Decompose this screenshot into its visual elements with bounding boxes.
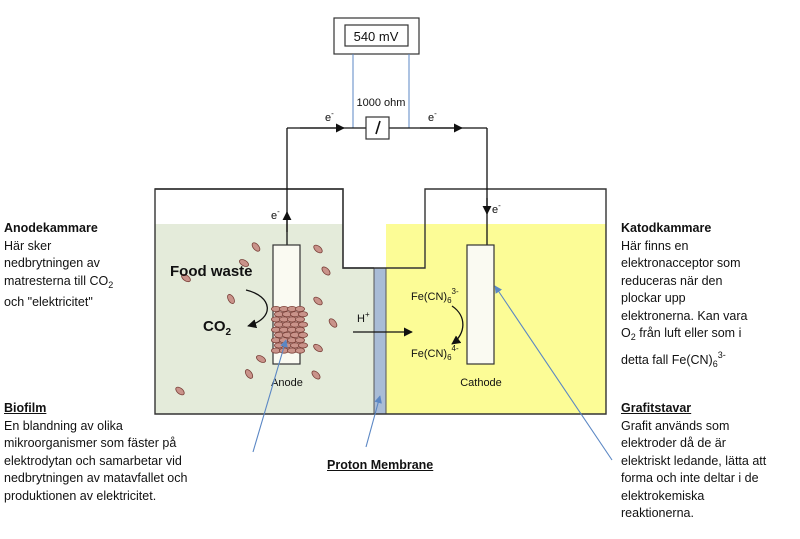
bacterium bbox=[227, 294, 235, 304]
bacterium bbox=[181, 273, 191, 283]
bacterium bbox=[244, 369, 254, 379]
electron-label-right: e- bbox=[428, 109, 437, 124]
bacterium bbox=[311, 370, 321, 380]
resistor-needle bbox=[375, 120, 381, 135]
co2-label: CO2 bbox=[203, 318, 232, 338]
ferrocyanide-label: Fe(CN)64- bbox=[411, 344, 459, 362]
pointer-membrane bbox=[365, 395, 382, 448]
reactor-walls bbox=[154, 188, 607, 415]
grafitstavar-text: Grafit används som elektroder då de är e… bbox=[621, 418, 767, 521]
ferricyanide-label: Fe(CN)63- bbox=[411, 287, 459, 305]
resistor-label: 1000 ohm bbox=[357, 97, 406, 109]
voltmeter-reading: 540 mV bbox=[354, 29, 399, 44]
biofilm-bacterium bbox=[297, 331, 308, 338]
proton-membrane-note: Proton Membrane bbox=[327, 457, 467, 475]
anodekammare-heading: Anodekammare bbox=[4, 221, 98, 235]
biofilm-bacterium bbox=[294, 337, 305, 344]
biofilm-bacterium bbox=[294, 305, 305, 312]
biofilm-cluster bbox=[270, 305, 308, 354]
pointer-graphite bbox=[494, 285, 613, 461]
bacterium bbox=[313, 343, 323, 353]
katodkammare-heading: Katodkammare bbox=[621, 221, 712, 235]
connecting-channel bbox=[343, 189, 425, 268]
bacterium bbox=[313, 244, 323, 254]
biofilm-bacterium bbox=[294, 347, 305, 354]
anode-label: Anode bbox=[271, 377, 303, 389]
proton-label: H+ bbox=[357, 310, 370, 325]
grafitstavar-note: Grafitstavar Grafit används som elektrod… bbox=[621, 400, 799, 523]
bacterium bbox=[175, 386, 185, 396]
oxidation-curve-arrow bbox=[245, 289, 268, 329]
anode-fluid bbox=[155, 224, 374, 414]
bacterium bbox=[328, 318, 338, 328]
proton-membrane-heading: Proton Membrane bbox=[327, 458, 434, 472]
food-waste-label: Food waste bbox=[170, 263, 253, 280]
katodkammare-text: Här finns en elektronacceptor som reduce… bbox=[621, 238, 748, 369]
katodkammare-note: Katodkammare Här finns en elektronaccept… bbox=[621, 220, 799, 373]
cathode-fluid bbox=[386, 224, 606, 414]
proton-membrane bbox=[373, 267, 387, 415]
biofilm-bacterium bbox=[297, 342, 308, 349]
bacterium bbox=[256, 355, 266, 363]
cathode-electrode bbox=[466, 244, 495, 365]
biofilm-bacterium bbox=[297, 321, 308, 328]
bacteria-group bbox=[175, 242, 338, 396]
bacterium bbox=[239, 259, 249, 267]
biofilm-bacterium bbox=[297, 311, 308, 318]
bacterium bbox=[321, 266, 331, 276]
biofilm-note: Biofilm En blandning av olika mikroorgan… bbox=[4, 400, 249, 505]
biofilm-bacterium bbox=[294, 316, 305, 323]
grafitstavar-heading: Grafitstavar bbox=[621, 401, 692, 415]
voltmeter-display bbox=[344, 24, 409, 47]
pointer-biofilm bbox=[252, 339, 288, 453]
bacterium bbox=[313, 296, 323, 306]
anodekammare-text: Här sker nedbrytningen av matresterna ti… bbox=[4, 238, 114, 310]
biofilm-bacterium bbox=[294, 326, 305, 333]
electron-label-cathode: e- bbox=[492, 201, 501, 216]
reduction-curve-arrow bbox=[451, 305, 464, 345]
cathode-label: Cathode bbox=[460, 377, 502, 389]
biofilm-heading: Biofilm bbox=[4, 401, 47, 415]
electron-label-anode: e- bbox=[271, 207, 280, 222]
anodekammare-note: Anodekammare Här sker nedbrytningen av m… bbox=[4, 220, 154, 312]
bacterium bbox=[251, 242, 261, 252]
electron-label-left: e- bbox=[325, 109, 334, 124]
biofilm-text: En blandning av olika mikroorganismer so… bbox=[4, 418, 188, 503]
